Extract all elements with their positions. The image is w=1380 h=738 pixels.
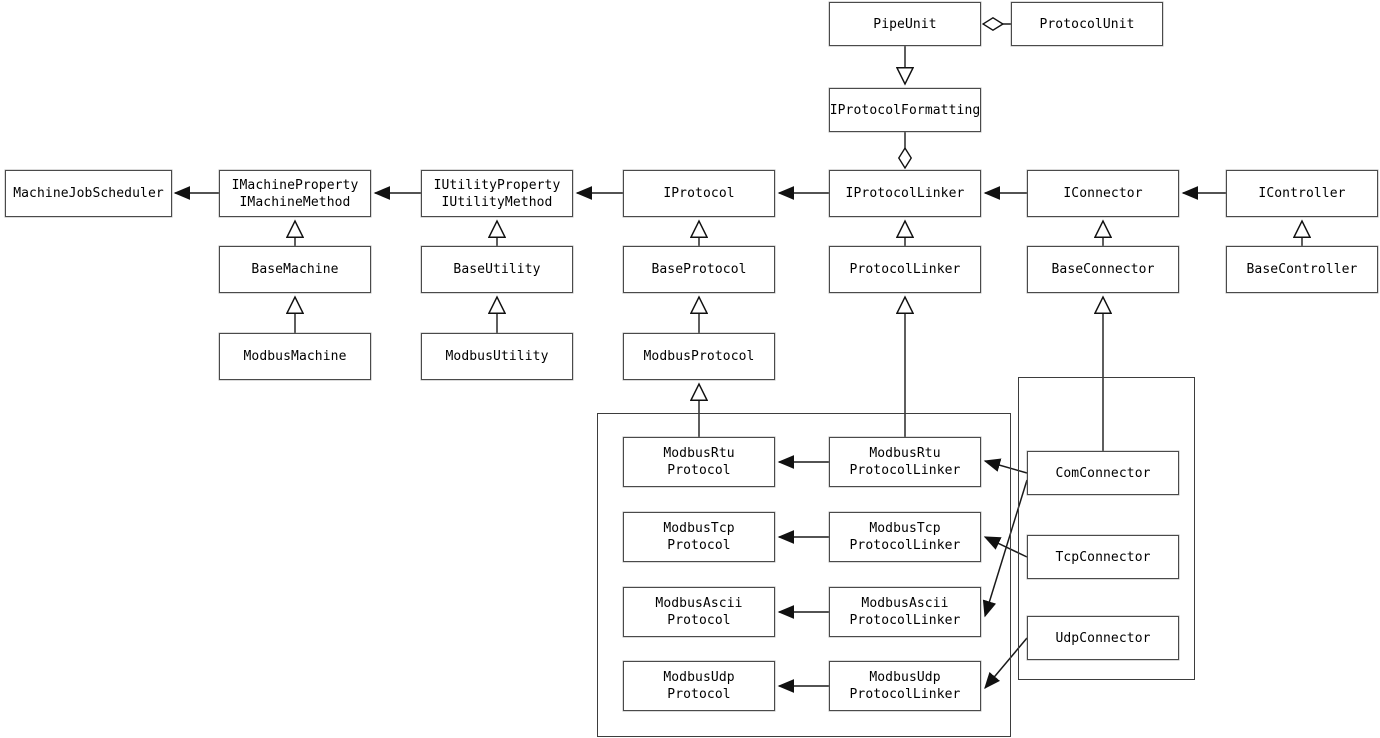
class-box-label: UdpConnector [1055, 630, 1151, 646]
class-box-ModbusAsciiProtocolLinker[interactable]: ModbusAscii ProtocolLinker [829, 587, 981, 637]
class-box-label: MachineJobScheduler [13, 186, 164, 201]
class-box-MachineJobScheduler[interactable]: MachineJobScheduler [5, 170, 172, 217]
group-connector-group [1018, 377, 1195, 680]
class-box-label: BaseController [1246, 262, 1358, 277]
class-box-label: ModbusMachine [243, 349, 347, 364]
class-box-label: BaseConnector [1051, 262, 1155, 277]
class-box-ModbusUtility[interactable]: ModbusUtility [421, 333, 573, 380]
class-box-ProtocolLinker[interactable]: ProtocolLinker [829, 246, 981, 293]
class-box-label: IUtilityProperty IUtilityMethod [433, 177, 561, 210]
class-box-label: IMachineProperty IMachineMethod [231, 177, 359, 210]
class-box-IProtocolFormatting[interactable]: IProtocolFormatting [829, 88, 981, 132]
class-box-label: BaseMachine [251, 262, 339, 277]
class-box-ModbusTcpProtocolLinker[interactable]: ModbusTcp ProtocolLinker [829, 512, 981, 562]
class-box-ModbusRtuProtocolLinker[interactable]: ModbusRtu ProtocolLinker [829, 437, 981, 487]
class-box-label: BaseUtility [453, 262, 541, 277]
class-box-label: IProtocolLinker [845, 186, 965, 201]
class-box-BaseMachine[interactable]: BaseMachine [219, 246, 371, 293]
class-box-BaseController[interactable]: BaseController [1226, 246, 1378, 293]
class-box-label: ModbusTcp ProtocolLinker [849, 521, 961, 553]
class-box-label: ModbusUdp ProtocolLinker [849, 670, 961, 702]
class-box-BaseUtility[interactable]: BaseUtility [421, 246, 573, 293]
class-box-label: ProtocolUnit [1039, 16, 1135, 32]
class-box-PipeUnit[interactable]: PipeUnit [829, 2, 981, 46]
class-box-label: ProtocolLinker [849, 262, 961, 277]
class-box-ModbusTcpProtocol[interactable]: ModbusTcp Protocol [623, 512, 775, 562]
class-box-label: IProtocol [663, 186, 735, 201]
class-box-IConnector[interactable]: IConnector [1027, 170, 1179, 217]
class-box-label: ModbusAscii Protocol [655, 596, 743, 628]
class-box-ModbusUdpProtocol[interactable]: ModbusUdp Protocol [623, 661, 775, 711]
class-box-ModbusMachine[interactable]: ModbusMachine [219, 333, 371, 380]
class-box-UdpConnector[interactable]: UdpConnector [1027, 616, 1179, 660]
class-box-BaseProtocol[interactable]: BaseProtocol [623, 246, 775, 293]
class-box-label: BaseProtocol [651, 262, 747, 277]
class-box-label: IConnector [1063, 186, 1143, 201]
class-box-label: ModbusUtility [445, 349, 549, 364]
class-box-TcpConnector[interactable]: TcpConnector [1027, 535, 1179, 579]
class-box-label: ModbusTcp Protocol [663, 521, 735, 553]
class-box-IMachineProperty[interactable]: IMachineProperty IMachineMethod [219, 170, 371, 217]
class-box-BaseConnector[interactable]: BaseConnector [1027, 246, 1179, 293]
class-box-label: ModbusRtu Protocol [663, 446, 735, 478]
class-box-label: ModbusAscii ProtocolLinker [849, 596, 961, 628]
class-box-ModbusRtuProtocol[interactable]: ModbusRtu Protocol [623, 437, 775, 487]
class-box-IProtocol[interactable]: IProtocol [623, 170, 775, 217]
class-box-label: ModbusProtocol [643, 349, 755, 364]
class-box-label: IController [1258, 186, 1346, 201]
class-box-ComConnector[interactable]: ComConnector [1027, 451, 1179, 495]
class-box-ModbusUdpProtocolLinker[interactable]: ModbusUdp ProtocolLinker [829, 661, 981, 711]
class-box-ModbusAsciiProtocol[interactable]: ModbusAscii Protocol [623, 587, 775, 637]
class-box-label: ModbusRtu ProtocolLinker [849, 446, 961, 478]
class-box-label: PipeUnit [873, 16, 937, 32]
group-modbus-protocol-group [597, 413, 1011, 737]
class-box-IController[interactable]: IController [1226, 170, 1378, 217]
class-box-label: ModbusUdp Protocol [663, 670, 735, 702]
class-box-label: ComConnector [1055, 465, 1151, 481]
class-box-ModbusProtocol[interactable]: ModbusProtocol [623, 333, 775, 380]
class-box-label: IProtocolFormatting [829, 102, 981, 118]
class-box-ProtocolUnit[interactable]: ProtocolUnit [1011, 2, 1163, 46]
class-box-IProtocolLinker[interactable]: IProtocolLinker [829, 170, 981, 217]
class-box-label: TcpConnector [1055, 549, 1151, 565]
class-box-IUtilityProperty[interactable]: IUtilityProperty IUtilityMethod [421, 170, 573, 217]
